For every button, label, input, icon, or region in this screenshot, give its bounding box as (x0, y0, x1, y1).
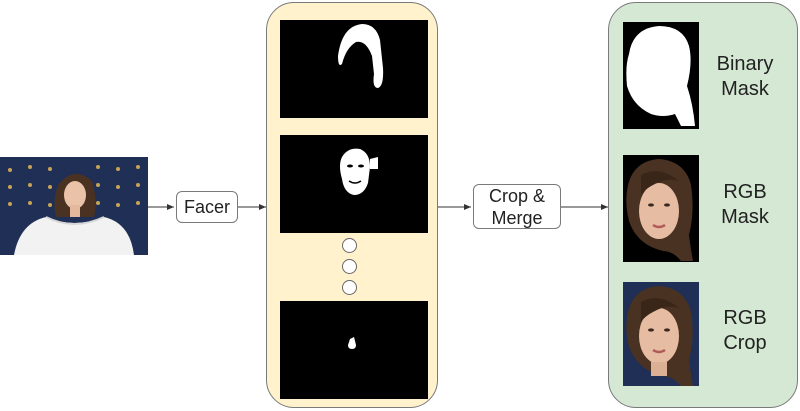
input-photo (0, 157, 148, 255)
facer-box: Facer (176, 191, 238, 223)
output-label-binary-mask: Binary Mask (716, 53, 774, 100)
facer-label: Facer (183, 197, 230, 217)
part-mask (280, 301, 428, 399)
output-label-rgb-mask: RGB Mask (721, 181, 769, 228)
ellipsis-dot-1 (342, 238, 357, 253)
ellipsis-dot-3 (342, 280, 357, 295)
output-label-rgb-crop: RGB Crop (723, 307, 767, 354)
crop-merge-box: Crop & Merge (473, 184, 561, 229)
face-mask (280, 135, 428, 233)
ellipsis-dot-2 (342, 259, 357, 274)
crop-merge-label: Crop & Merge (488, 185, 546, 228)
hair-mask (280, 20, 428, 118)
binary-mask-image (623, 22, 699, 129)
rgb-mask-image (623, 155, 699, 262)
rgb-crop-image (623, 282, 699, 386)
